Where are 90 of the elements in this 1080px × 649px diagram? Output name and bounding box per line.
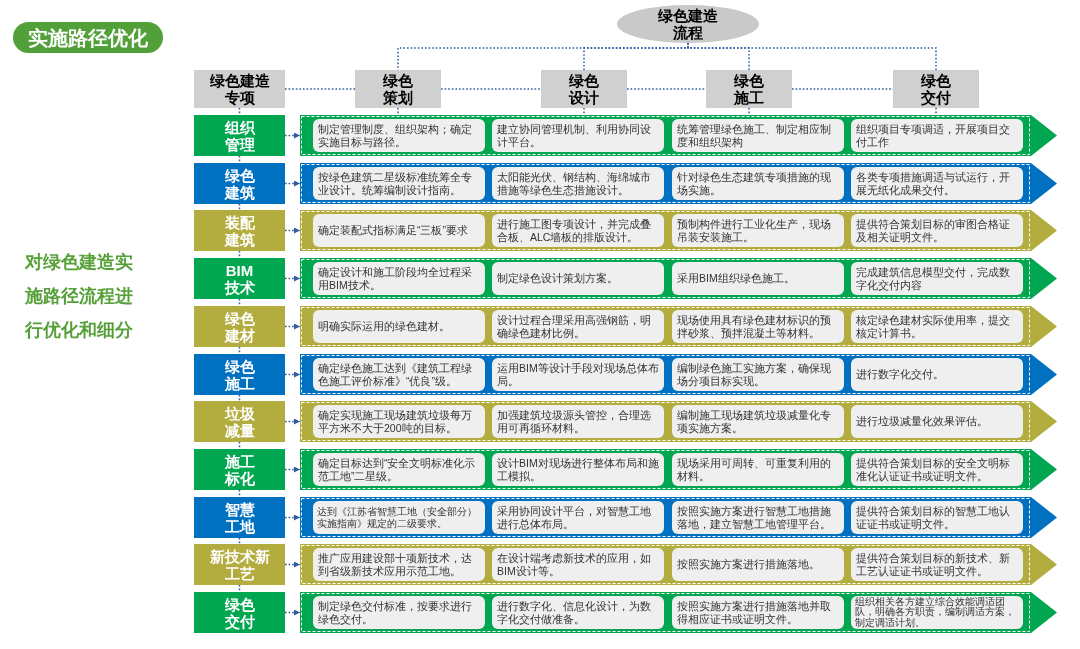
- dotted-connector: [238, 107, 241, 116]
- category-box: 智慧工地: [194, 497, 285, 538]
- category-box: BIM技术: [194, 258, 285, 299]
- dotted-connector: [238, 346, 241, 355]
- dotted-connector: [238, 584, 241, 593]
- category-box: 垃圾减量: [194, 401, 285, 442]
- step-card: 太阳能光伏、钢结构、海绵城市措施等绿色生态措施设计。: [492, 167, 664, 200]
- category-box: 施工标化: [194, 449, 285, 490]
- dotted-connector: [238, 537, 241, 545]
- column-header: 绿色设计: [541, 70, 627, 108]
- step-card: 针对绿色生态建筑专项措施的现场实施。: [672, 167, 844, 200]
- category-box: 新技术新工艺: [194, 544, 285, 585]
- arrow-band: [300, 401, 1057, 442]
- category-box: 绿色交付: [194, 592, 285, 633]
- step-card: 确定目标达到“安全文明标准化示范工地”二星级。: [313, 453, 485, 486]
- step-card: 确定实现施工现场建筑垃圾每万平方米不大于200吨的目标。: [313, 405, 485, 438]
- dotted-connector: [748, 107, 750, 116]
- step-card: 明确实际运用的绿色建材。: [313, 310, 485, 343]
- step-card: 各类专项措施调适与试运行，开展无纸化成果交付。: [851, 167, 1023, 200]
- step-card: 运用BIM等设计手段对现场总体布局。: [492, 358, 664, 391]
- step-card: 进行施工图专项设计，并完成叠合板、ALC墙板的排版设计。: [492, 214, 664, 247]
- arrow-band: [300, 115, 1057, 156]
- step-card: 组织相关各方建立综合效能调适团队，明确各方职责，编制调适方案，制定调适计划。: [851, 596, 1023, 629]
- dotted-connector: [238, 155, 241, 164]
- step-card: 进行数字化、信息化设计，为数字化交付做准备。: [492, 596, 664, 629]
- dotted-connector: [397, 107, 399, 116]
- section-title: 实施路径优化: [13, 22, 163, 53]
- flow-ellipse: 绿色建造流程: [617, 5, 759, 43]
- step-card: 提供符合策划目标的安全文明标准化认证证书或证明文件。: [851, 453, 1023, 486]
- dotted-connector: [238, 203, 241, 211]
- step-card: 按照实施方案进行措施落地。: [672, 548, 844, 581]
- column-header: 绿色策划: [355, 70, 441, 108]
- step-card: 按照实施方案进行智慧工地措施落地，建立智慧工地管理平台。: [672, 501, 844, 534]
- arrow-band: [300, 497, 1057, 538]
- column-header: 绿色交付: [893, 70, 979, 108]
- arrow-band: [300, 163, 1057, 204]
- step-card: 设计BIM对现场进行整体布局和施工模拟。: [492, 453, 664, 486]
- dotted-connector: [583, 107, 585, 116]
- step-card: 编制绿色施工实施方案，确保现场分项目标实现。: [672, 358, 844, 391]
- step-card: 在设计端考虑新技术的应用，如BIM设计等。: [492, 548, 664, 581]
- step-card: 完成建筑信息模型交付，完成数字化交付内容: [851, 262, 1023, 295]
- category-box: 绿色施工: [194, 354, 285, 395]
- step-card: 设计过程合理采用高强钢筋，明确绿色建材比例。: [492, 310, 664, 343]
- step-card: 确定设计和施工阶段均全过程采用BIM技术。: [313, 262, 485, 295]
- step-card: 进行数字化交付。: [851, 358, 1023, 391]
- step-card: 建立协同管理机制、利用协同设计平台。: [492, 119, 664, 152]
- step-card: 确定装配式指标满足“三板”要求: [313, 214, 485, 247]
- column-header: 绿色施工: [706, 70, 792, 108]
- step-card: 按照实施方案进行措施落地并取得相应证书或证明文件。: [672, 596, 844, 629]
- dotted-connector: [238, 489, 241, 498]
- arrow-band: [300, 449, 1057, 490]
- arrow-band: [300, 306, 1057, 347]
- arrow-band: [300, 258, 1057, 299]
- column-header: 绿色建造专项: [194, 70, 285, 108]
- step-card: 制定绿色设计策划方案。: [492, 262, 664, 295]
- dotted-connector: [238, 298, 241, 307]
- dotted-connector: [238, 441, 241, 450]
- step-card: 加强建筑垃圾源头管控，合理选用可再循环材料。: [492, 405, 664, 438]
- step-card: 按绿色建筑二星级标准统筹全专业设计。统筹编制设计指南。: [313, 167, 485, 200]
- step-card: 组织项目专项调适，开展项目交付工作: [851, 119, 1023, 152]
- step-card: 提供符合策划目标的智慧工地认证证书或证明文件。: [851, 501, 1023, 534]
- arrow-band: [300, 354, 1057, 395]
- dotted-connector: [238, 250, 241, 259]
- arrow-band: [300, 592, 1057, 633]
- step-card: 提供符合策划目标的新技术、新工艺认证证书或证明文件。: [851, 548, 1023, 581]
- step-card: 统筹管理绿色施工、制定相应制度和组织架构: [672, 119, 844, 152]
- category-box: 装配建筑: [194, 210, 285, 251]
- step-card: 推广应用建设部十项新技术，达到省级新技术应用示范工地。: [313, 548, 485, 581]
- step-card: 达到《江苏省智慧工地（安全部分）实施指南》规定的二级要求。: [313, 501, 485, 534]
- step-card: 制定管理制度、组织架构；确定实施目标与路径。: [313, 119, 485, 152]
- side-note: 对绿色建造实施路径流程进行优化和细分: [25, 251, 134, 342]
- step-card: 预制构件进行工业化生产，现场吊装安装施工。: [672, 214, 844, 247]
- category-box: 绿色建筑: [194, 163, 285, 204]
- step-card: 进行垃圾减量化效果评估。: [851, 405, 1023, 438]
- dotted-connector: [935, 107, 937, 116]
- step-card: 制定绿色交付标准，按要求进行绿色交付。: [313, 596, 485, 629]
- step-card: 核定绿色建材实际使用率，提交核定计算书。: [851, 310, 1023, 343]
- arrow-band: [300, 210, 1057, 251]
- step-card: 采用协同设计平台，对智慧工地进行总体布局。: [492, 501, 664, 534]
- category-box: 绿色建材: [194, 306, 285, 347]
- step-card: 编制施工现场建筑垃圾减量化专项实施方案。: [672, 405, 844, 438]
- step-card: 现场使用具有绿色建材标识的预拌砂浆、预拌混凝土等材料。: [672, 310, 844, 343]
- arrow-band: [300, 544, 1057, 585]
- step-card: 确定绿色施工达到《建筑工程绿色施工评价标准》“优良”级。: [313, 358, 485, 391]
- category-box: 组织管理: [194, 115, 285, 156]
- step-card: 采用BIM组织绿色施工。: [672, 262, 844, 295]
- step-card: 现场采用可周转、可重复利用的材料。: [672, 453, 844, 486]
- dotted-connector: [687, 42, 937, 71]
- dotted-connector: [238, 394, 241, 402]
- step-card: 提供符合策划目标的审图合格证及相关证明文件。: [851, 214, 1023, 247]
